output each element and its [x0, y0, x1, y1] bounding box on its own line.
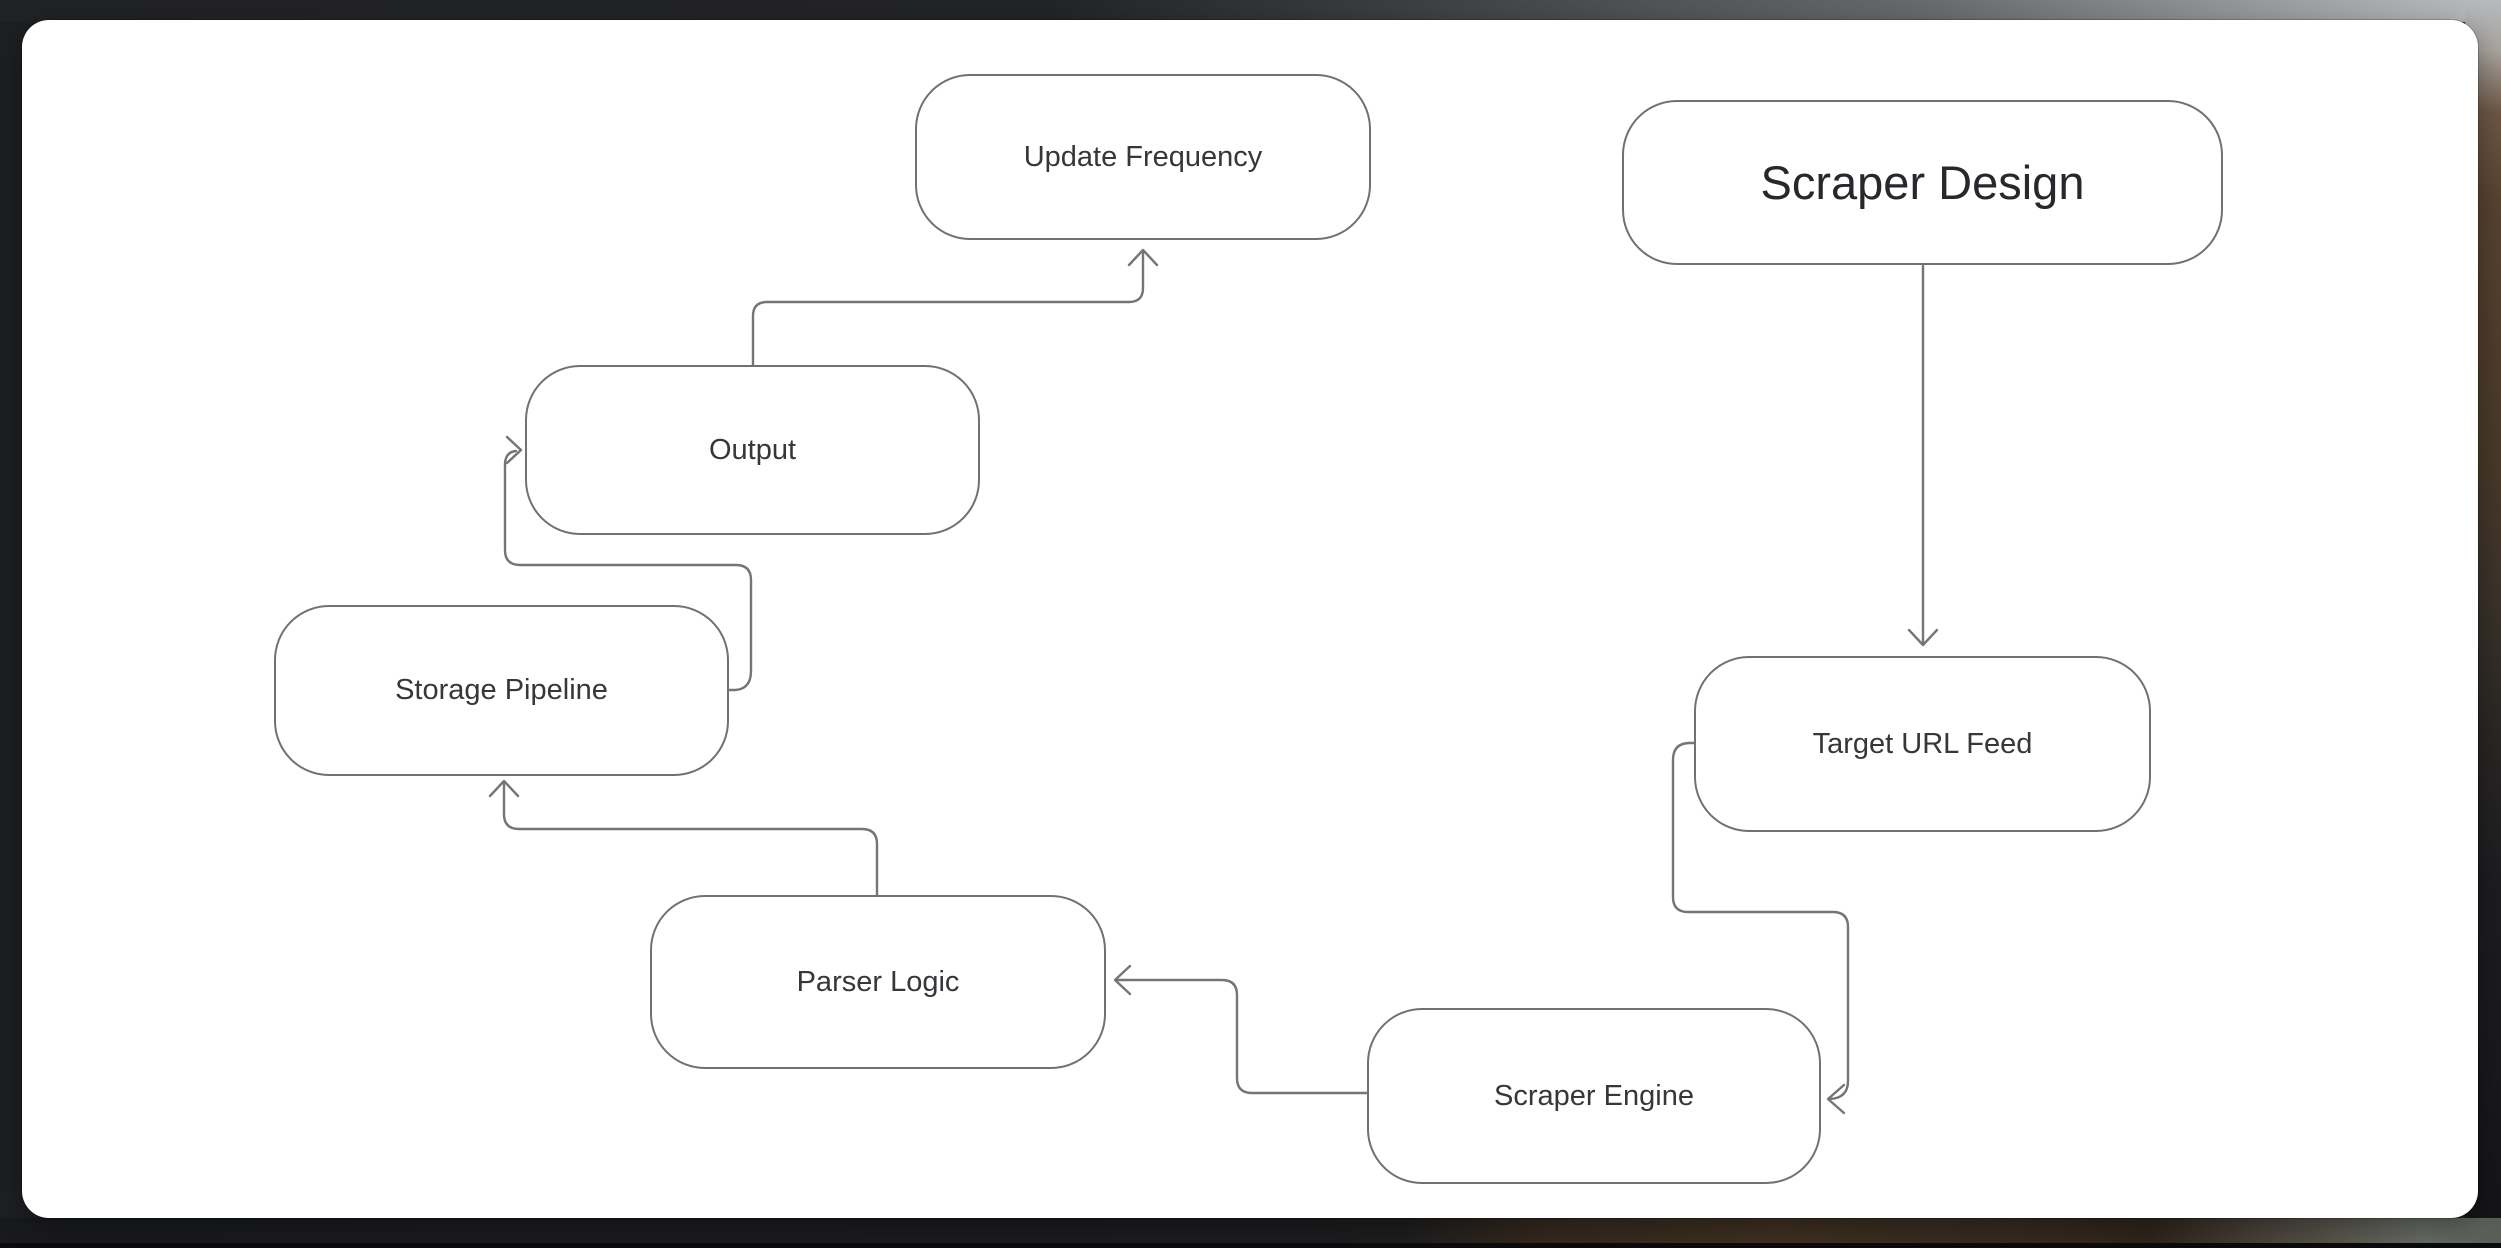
node-output[interactable]: Output — [525, 365, 980, 535]
node-label: Target URL Feed — [1812, 727, 2033, 760]
node-update-frequency[interactable]: Update Frequency — [915, 74, 1371, 240]
edge-target-url-feed-to-scraper-engine[interactable] — [1671, 741, 1850, 1115]
edge-arrowhead — [488, 779, 520, 798]
edge-arrowhead — [505, 435, 523, 465]
edges-group — [488, 248, 1939, 1115]
node-label: Parser Logic — [796, 965, 960, 998]
wallpaper-blur-top — [0, 0, 2501, 22]
edge-line — [751, 250, 1145, 367]
node-label: Scraper Engine — [1494, 1079, 1694, 1112]
node-parser-logic[interactable]: Parser Logic — [650, 895, 1106, 1069]
edge-arrowhead — [1826, 1083, 1846, 1115]
edge-line — [1671, 741, 1850, 1101]
node-scraper-engine[interactable]: Scraper Engine — [1367, 1008, 1821, 1184]
edge-scraper-engine-to-parser-logic[interactable] — [1113, 964, 1369, 1095]
edge-scraper-design-to-target-url-feed[interactable] — [1907, 264, 1939, 647]
node-label: Update Frequency — [1023, 140, 1263, 173]
edge-line — [1115, 978, 1369, 1095]
edge-output-to-update-frequency[interactable] — [751, 248, 1159, 367]
edge-storage-pipeline-to-output[interactable] — [503, 435, 753, 692]
edge-arrowhead — [1907, 628, 1939, 647]
node-storage-pipeline[interactable]: Storage Pipeline — [274, 605, 729, 776]
edge-arrowhead — [1113, 964, 1132, 996]
edge-parser-logic-to-storage-pipeline[interactable] — [488, 779, 879, 897]
node-label: Scraper Design — [1760, 156, 2085, 209]
wallpaper-blur-bottom — [0, 1218, 2501, 1248]
node-target-url-feed[interactable]: Target URL Feed — [1694, 656, 2151, 832]
edge-line — [502, 782, 879, 897]
node-scraper-design-title[interactable]: Scraper Design — [1622, 100, 2223, 265]
edge-line — [503, 449, 753, 692]
node-label: Storage Pipeline — [395, 674, 608, 706]
node-label: Output — [708, 433, 797, 466]
edge-arrowhead — [1127, 248, 1159, 267]
